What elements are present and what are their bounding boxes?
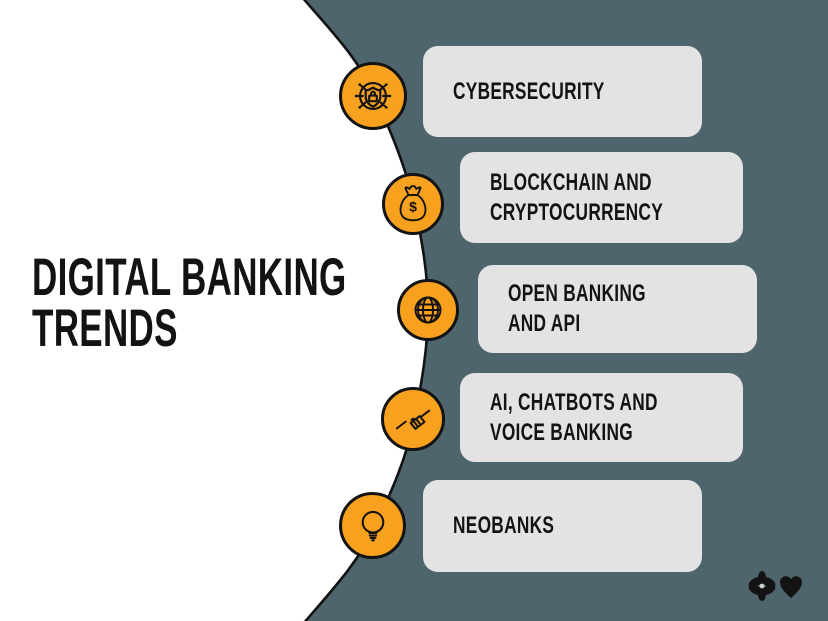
decor-marks: [748, 571, 802, 601]
dollar-sign: $: [409, 199, 417, 215]
lightbulb-icon: [339, 492, 406, 559]
card-label: BLOCKCHAIN AND CRYPTOCURRENCY: [490, 168, 664, 226]
card-label: OPEN BANKING AND API: [508, 280, 646, 337]
card-label: CYBERSECURITY: [453, 77, 605, 105]
card-open-banking-api: OPEN BANKING AND API: [478, 265, 757, 353]
heart-icon: [780, 576, 802, 598]
card-ai-chatbots-voice-banking: AI, CHATBOTS AND VOICE BANKING: [460, 373, 743, 462]
money-bag-icon: $: [382, 173, 444, 235]
card-cybersecurity: CYBERSECURITY: [423, 46, 702, 137]
flower-icon: [748, 571, 776, 601]
shield-lock-circuit-icon: [339, 62, 407, 130]
handshake-icon: [381, 387, 445, 451]
card-label: AI, CHATBOTS AND VOICE BANKING: [490, 388, 658, 446]
card-blockchain-cryptocurrency: BLOCKCHAIN AND CRYPTOCURRENCY: [460, 152, 743, 243]
card-label: NEOBANKS: [453, 512, 555, 539]
globe-icon: [397, 279, 459, 341]
page-title: DIGITAL BANKING TRENDS: [32, 248, 347, 358]
card-neobanks: NEOBANKS: [423, 480, 702, 572]
